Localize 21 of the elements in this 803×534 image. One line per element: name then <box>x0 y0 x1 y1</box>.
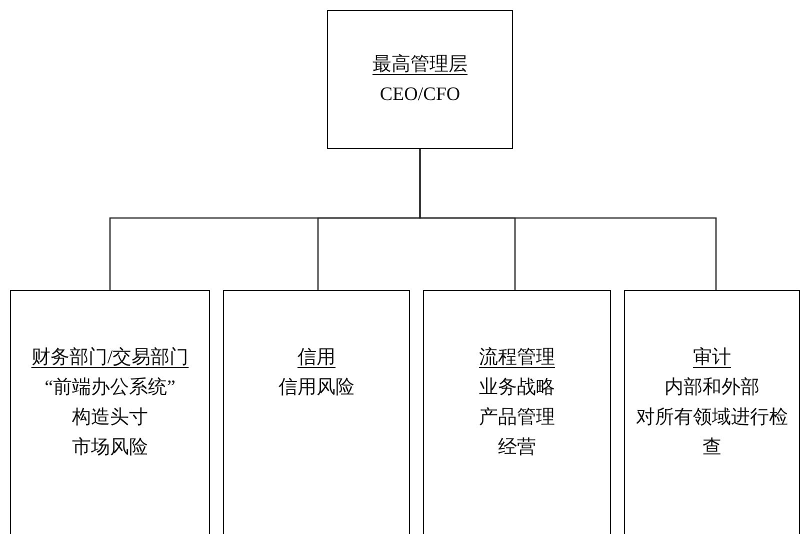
department-heading: 财务部门/交易部门 <box>31 346 189 370</box>
department-text: 产品管理 <box>479 406 555 430</box>
org-box <box>223 290 410 534</box>
department-text: “前端办公系统” <box>44 376 176 400</box>
department-text: 业务战略 <box>479 376 555 400</box>
department-text: 构造头寸 <box>72 406 148 430</box>
connector-line <box>419 149 717 290</box>
org-box <box>327 10 513 149</box>
org-box <box>10 290 210 534</box>
org-box <box>423 290 611 534</box>
department-text: 市场风险 <box>72 436 148 460</box>
department-heading: 审计 <box>693 346 731 370</box>
department-text: 经营 <box>498 436 536 460</box>
department-text: CEO/CFO <box>380 82 460 106</box>
department-text: 对所有领域进行检查 <box>635 406 789 460</box>
department-heading: 流程管理 <box>479 346 555 370</box>
department-text: 内部和外部 <box>664 376 760 400</box>
department-heading: 信用 <box>298 346 336 370</box>
department-heading: 最高管理层 <box>372 52 468 76</box>
org-box <box>624 290 800 534</box>
department-text: 信用风险 <box>278 376 354 400</box>
